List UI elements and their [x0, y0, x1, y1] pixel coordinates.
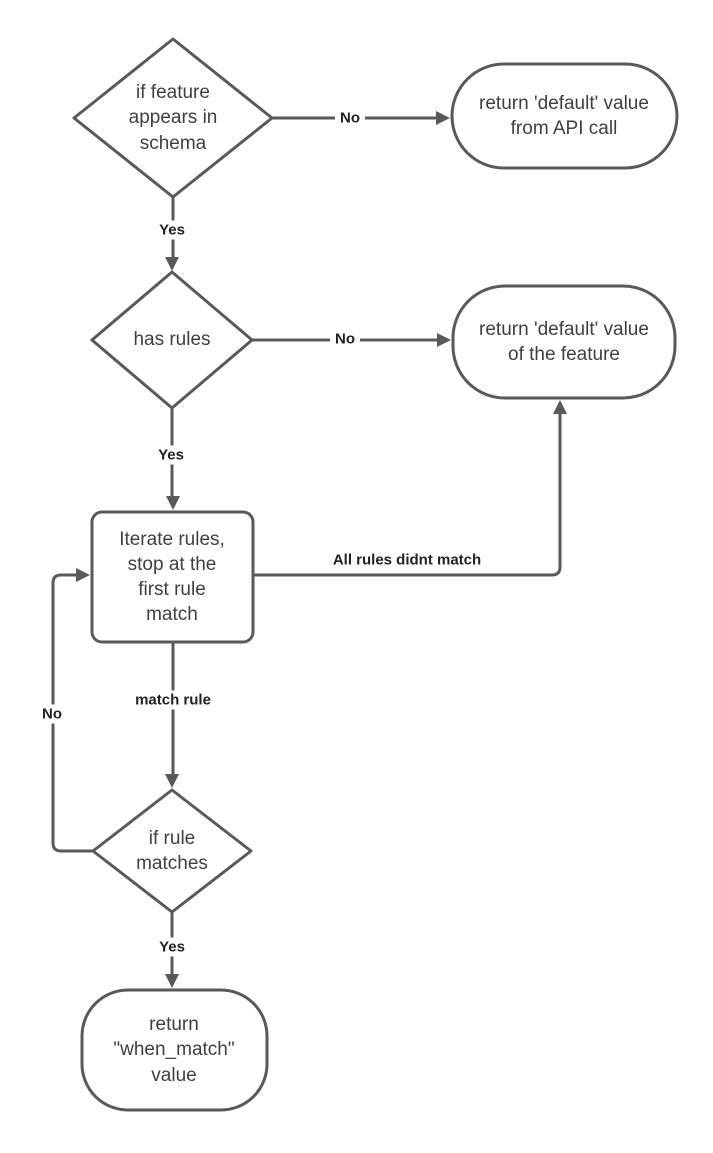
arrowhead-right-icon — [76, 568, 90, 582]
terminator-return-default-feature-label: return 'default' value of the feature — [479, 318, 649, 365]
edge-label-rules-yes: Yes — [153, 445, 189, 465]
terminator-return-default-feature-shape — [451, 284, 677, 400]
process-iterate-rules-label: Iterate rules, stop at the first rule ma… — [119, 528, 225, 626]
edge-label-loop-no: No — [37, 704, 67, 724]
arrowhead-down-icon — [165, 774, 179, 788]
edge-label-schema-yes: Yes — [154, 220, 190, 240]
arrowhead-up-icon — [553, 400, 567, 414]
decision-if-rule-matches-label: if rule matches — [136, 827, 208, 874]
terminator-return-default-api-label: return 'default' value from API call — [479, 92, 649, 139]
edge-label-match-yes: Yes — [154, 937, 190, 957]
process-iterate-rules-shape — [90, 510, 255, 644]
decision-if-rule-matches-shape — [91, 788, 253, 914]
arrowhead-down-icon — [165, 974, 179, 988]
edge-label-schema-no: No — [335, 108, 365, 128]
decision-has-rules-shape — [90, 270, 254, 410]
node-shapes — [72, 37, 679, 1112]
terminator-return-default-api-shape — [450, 62, 679, 170]
terminator-return-when-match-label: return "when_match" value — [113, 1014, 235, 1086]
edge-label-rules-no: No — [330, 329, 360, 349]
terminator-return-when-match-shape — [80, 988, 269, 1112]
edge-label-all-rules-didnt-match: All rules didnt match — [327, 550, 487, 570]
arrowhead-down-icon — [166, 496, 180, 510]
edge-all-rules-didnt-match — [253, 414, 562, 577]
arrowhead-right-icon — [437, 333, 451, 347]
decision-feature-in-schema-label: if feature appears in schema — [128, 82, 218, 154]
decision-has-rules-label: has rules — [133, 329, 211, 351]
edge-label-match-rule: match rule — [130, 690, 216, 710]
decision-feature-in-schema-shape — [72, 37, 274, 199]
arrowhead-down-icon — [165, 257, 179, 271]
arrowhead-right-icon — [436, 111, 450, 125]
